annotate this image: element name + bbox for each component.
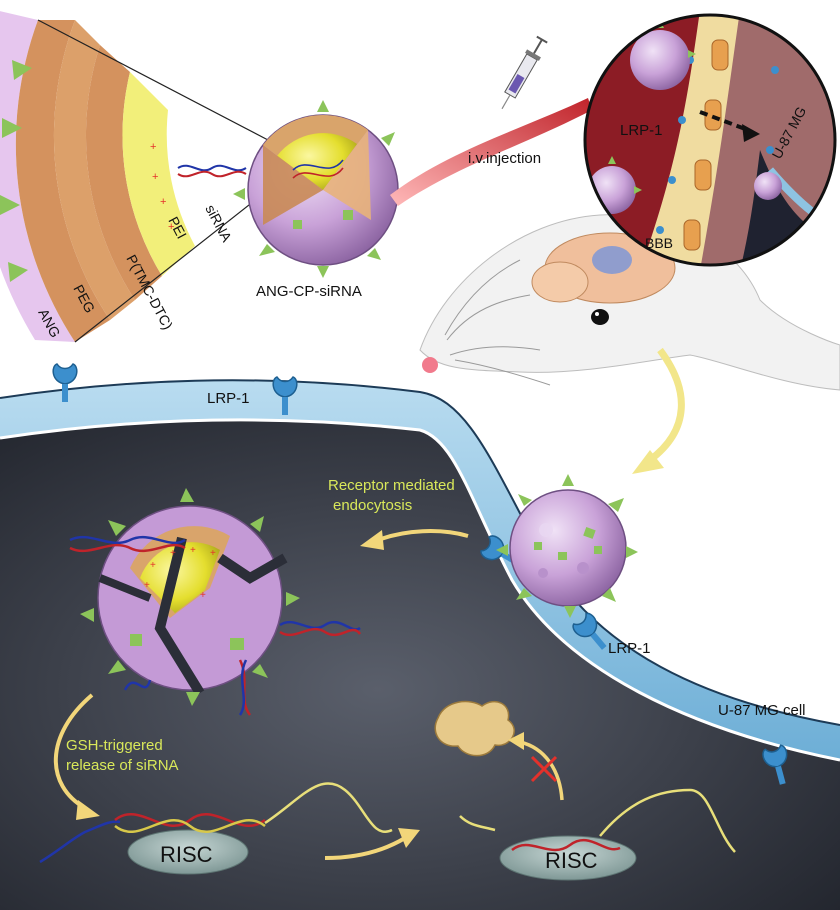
injection-label: i.v.injection [468, 150, 541, 167]
cleavage-arrow [324, 836, 407, 860]
lrp1-membrane-top-label: LRP-1 [207, 390, 250, 407]
nanoparticle-icon [496, 474, 638, 618]
svg-text:+: + [168, 221, 174, 233]
brain-icon [531, 232, 676, 304]
svg-text:+: + [150, 560, 156, 571]
polymer-layer-2 [85, 45, 162, 300]
protein-icon [434, 700, 515, 757]
svg-text:+: + [190, 545, 196, 556]
risc-left-label: RISC [160, 842, 213, 867]
sirna-helix-icon [69, 535, 362, 716]
receptor-icon [52, 363, 78, 402]
sirna-helix-icon [459, 788, 736, 853]
sirna-helix-icon [177, 164, 247, 178]
cell-label: U-87 MG cell [718, 702, 806, 719]
release-label-line2: release of siRNA [66, 757, 179, 774]
release-arrowhead [76, 800, 100, 820]
nanoparticle-cutaway-icon [233, 100, 411, 278]
receptor-icon [762, 744, 788, 785]
risc-left-complex [127, 829, 249, 875]
lrp1-membrane-bottom-label: LRP-1 [608, 640, 651, 657]
cell-membrane-line [0, 379, 840, 726]
mouse-to-cell-arrow [647, 347, 685, 463]
bbb-zoom-border [583, 13, 837, 267]
risc-right-label: RISC [545, 848, 598, 873]
mouse-tail [390, 98, 592, 206]
svg-text:+: + [144, 580, 150, 591]
blocked-cross-icon [530, 755, 558, 783]
mouse-icon [419, 214, 840, 391]
endocytosis-label-line2: endocytosis [333, 497, 412, 514]
ligand-icon [0, 60, 32, 282]
cleavage-arrowhead [398, 828, 420, 848]
layer-schematic: + + + + [0, 11, 269, 343]
release-arrow [53, 693, 94, 810]
lrp1-vessel-label: LRP-1 [620, 122, 663, 139]
nanoparticle-label: ANG-CP-siRNA [256, 283, 362, 300]
release-label-line1: GSH-triggered [66, 737, 163, 754]
bbb-label: BBB [645, 235, 673, 251]
sirna-helix-icon [39, 782, 393, 864]
endocytosis-arrow [377, 529, 469, 542]
peg-layer [15, 20, 111, 342]
svg-text:+: + [152, 171, 158, 183]
syringe-icon [501, 35, 548, 110]
translation-arrowhead [508, 732, 524, 750]
mouse-to-cell-arrowhead [632, 450, 664, 474]
polymer-layer-1 [53, 20, 135, 320]
endocytosis-label-line1: Receptor mediated [328, 477, 455, 494]
endocytosis-arrowhead [360, 530, 384, 550]
pei-layer [122, 72, 195, 276]
ang-layer [0, 11, 75, 342]
svg-text:+: + [160, 196, 166, 208]
svg-text:+: + [200, 590, 206, 601]
svg-text:+: + [170, 548, 176, 559]
receptor-icon [272, 376, 298, 415]
svg-text:+: + [150, 141, 156, 153]
receptor-icon [572, 612, 607, 650]
svg-text:+: + [210, 548, 216, 559]
cell-inner-membrane-line [0, 418, 840, 762]
